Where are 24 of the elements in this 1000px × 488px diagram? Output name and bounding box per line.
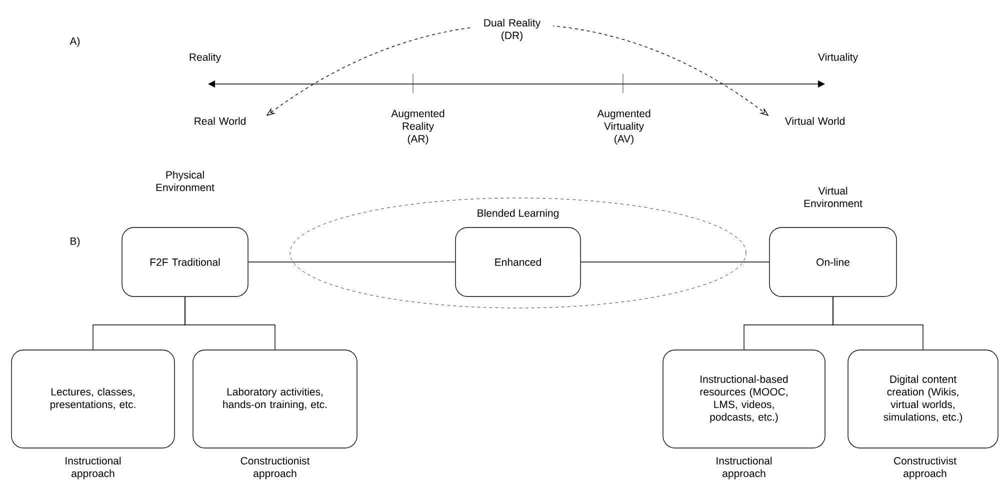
node-label: Constructivist approach <box>894 456 956 480</box>
label: Reality <box>190 53 222 63</box>
text-label: Virtual World <box>784 117 844 125</box>
rounded-box: Lectures, classes, presentations, etc. <box>11 350 175 448</box>
edge-label: Dual Reality (DR) <box>471 18 553 42</box>
tree-connector <box>184 296 276 350</box>
node-label: Instructional approach <box>716 456 772 480</box>
label: Virtuality <box>818 53 858 63</box>
label: B) <box>70 237 80 247</box>
node-label: Instructional approach <box>66 456 121 480</box>
label: Augmented Reality (AR) <box>391 110 444 144</box>
rounded-box: On-line <box>769 227 897 297</box>
rounded-box: Digital content creation (Wikis, virtual worlds, simulations, etc.) <box>848 350 998 448</box>
rounded-box: Instructional-based resources (MOOC, LMS, videos, podcasts, etc.) <box>662 350 826 448</box>
rounded-box: F2F Traditional <box>122 227 248 297</box>
node-label: Constructionist approach <box>240 456 310 480</box>
rounded-box: Enhanced <box>455 227 581 297</box>
tree-connector <box>832 296 924 350</box>
label: Augmented Virtuality (AV) <box>597 110 650 144</box>
node-label: Physical Environment <box>156 170 214 192</box>
node-label: Virtual Environment <box>804 186 862 208</box>
rounded-box: Laboratory activities, hands-on training, etc. <box>192 350 358 448</box>
label: A) <box>70 37 80 47</box>
text-label: Real World <box>194 117 246 125</box>
